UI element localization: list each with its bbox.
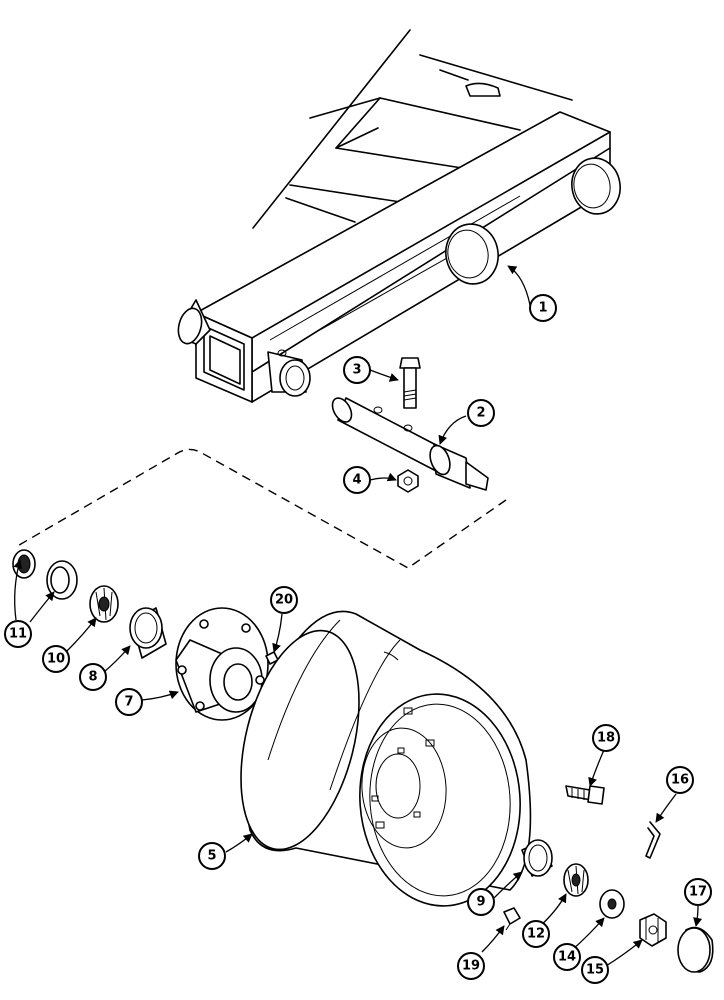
svg-text:19: 19 (462, 959, 480, 974)
svg-text:20: 20 (275, 593, 293, 608)
bearing-cup (129, 607, 167, 659)
svg-text:15: 15 (586, 963, 604, 978)
callout-12: 12 (522, 920, 550, 948)
callout-15: 15 (581, 956, 609, 984)
svg-text:7: 7 (124, 695, 133, 710)
svg-text:5: 5 (207, 849, 216, 864)
svg-text:17: 17 (689, 885, 707, 900)
callout-11: 11 (4, 620, 32, 648)
callout-16: 16 (666, 766, 694, 794)
callout-10: 10 (42, 645, 70, 673)
axle-beam (177, 111, 621, 403)
washer (599, 889, 625, 919)
svg-text:2: 2 (476, 406, 485, 421)
callout-1: 1 (529, 294, 557, 322)
callout-4: 4 (343, 466, 371, 494)
svg-text:9: 9 (476, 895, 485, 910)
callout-19: 19 (457, 952, 485, 980)
wheel-rim (240, 610, 532, 907)
svg-text:4: 4 (352, 473, 361, 488)
callout-3: 3 (343, 356, 371, 384)
svg-text:18: 18 (597, 731, 615, 746)
svg-text:1: 1 (538, 301, 547, 316)
nut (397, 469, 419, 493)
inner-bearing-cone (89, 585, 119, 623)
svg-text:11: 11 (9, 627, 27, 642)
castle-nut (639, 913, 667, 947)
svg-text:3: 3 (352, 363, 361, 378)
bolt (399, 357, 421, 409)
callout-9: 9 (467, 888, 495, 916)
callout-7: 7 (115, 688, 143, 716)
wheel-bolt (565, 785, 605, 805)
svg-text:14: 14 (558, 950, 576, 965)
callout-20: 20 (270, 586, 298, 614)
callout-14: 14 (553, 943, 581, 971)
callout-17: 17 (684, 878, 712, 906)
valve-stem (503, 907, 521, 931)
frame-lines (252, 29, 573, 229)
seal-pair (12, 549, 78, 600)
svg-text:12: 12 (527, 927, 545, 942)
callout-18: 18 (592, 724, 620, 752)
callout-5: 5 (198, 842, 226, 870)
leader-lines (13, 265, 703, 967)
wheel-hub (175, 607, 269, 721)
svg-text:16: 16 (671, 773, 689, 788)
outer-bearing-cup (521, 839, 553, 877)
outer-bearing-cone (563, 863, 589, 897)
spindle (331, 397, 489, 491)
callout-8: 8 (79, 663, 107, 691)
cotter-pin (645, 821, 661, 859)
hub-cap (677, 926, 714, 973)
dashed-relocation-outline (13, 448, 507, 569)
svg-text:8: 8 (88, 670, 97, 685)
svg-text:10: 10 (47, 652, 65, 667)
callout-2: 2 (467, 399, 495, 427)
